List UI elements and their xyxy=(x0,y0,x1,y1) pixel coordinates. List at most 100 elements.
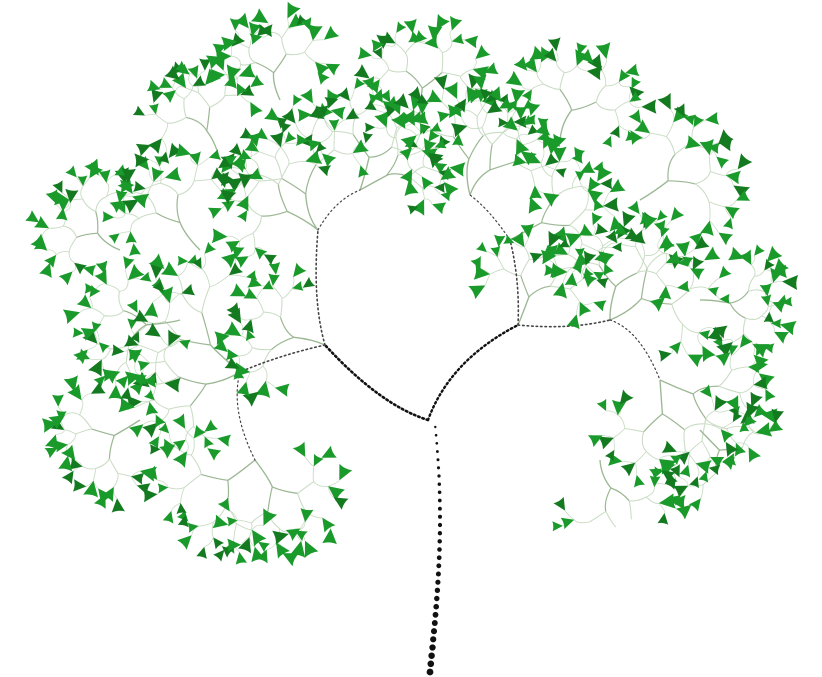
twig xyxy=(680,341,689,355)
leaf-icon xyxy=(296,14,308,26)
leaf-icon xyxy=(263,508,278,526)
twig xyxy=(328,480,340,487)
leaf-icon xyxy=(553,496,566,511)
leaf-icon xyxy=(371,39,385,52)
twig xyxy=(601,58,608,71)
leaf-icon xyxy=(305,149,323,164)
leaf-icon xyxy=(600,177,613,190)
twig xyxy=(91,307,105,317)
twig xyxy=(229,510,238,521)
twig xyxy=(602,205,615,217)
trunk-dot-icon xyxy=(434,595,440,602)
twig xyxy=(125,269,129,281)
twig xyxy=(522,85,532,90)
twig xyxy=(405,42,415,54)
trunk-dot-icon xyxy=(435,450,439,453)
leaf-icon xyxy=(120,179,133,193)
trunk-dot-icon xyxy=(430,636,437,643)
twig xyxy=(277,184,288,212)
branch xyxy=(509,239,520,326)
leaf-icon xyxy=(625,130,638,141)
leaf-icon xyxy=(207,448,222,461)
twig xyxy=(697,332,703,347)
leaf-icon xyxy=(763,343,775,354)
leaf-icon xyxy=(321,445,337,458)
twig xyxy=(279,317,295,338)
twig xyxy=(531,83,544,90)
leaf-icon xyxy=(308,105,325,120)
leaf-icon xyxy=(604,449,615,462)
leaf-icon xyxy=(603,197,619,212)
twig xyxy=(573,519,590,524)
twig xyxy=(89,297,93,309)
twig xyxy=(184,473,202,488)
branch xyxy=(426,323,520,422)
leaf-icon xyxy=(234,256,249,268)
twig xyxy=(134,363,142,376)
twig xyxy=(614,109,620,126)
leaf-icon xyxy=(578,48,594,64)
twig xyxy=(698,327,713,334)
trunk-dot-icon xyxy=(434,425,437,429)
twig xyxy=(592,224,596,236)
leaf-icon xyxy=(254,247,268,260)
leaf-icon xyxy=(468,285,486,300)
twig xyxy=(349,100,358,115)
twig xyxy=(169,293,182,304)
twig xyxy=(522,138,538,146)
leaf-icon xyxy=(181,283,196,296)
leaf-icon xyxy=(322,153,337,168)
leaf-icon xyxy=(302,276,316,288)
leaf-icon xyxy=(187,522,199,533)
trunk-dot-icon xyxy=(437,547,442,552)
twig xyxy=(682,323,699,334)
leaf-icon xyxy=(132,105,145,116)
leaf-icon xyxy=(238,149,252,160)
twig xyxy=(82,178,90,187)
leaf-icon xyxy=(452,133,464,147)
twig xyxy=(113,213,126,219)
leaf-icon xyxy=(739,334,753,348)
leaf-icon xyxy=(224,74,237,89)
twig xyxy=(618,81,630,88)
twig xyxy=(636,270,657,275)
leaf-icon xyxy=(65,165,77,178)
twig xyxy=(731,347,741,356)
twig xyxy=(481,127,493,145)
twig xyxy=(277,163,290,185)
twig xyxy=(239,232,254,242)
twig xyxy=(184,428,194,439)
twig xyxy=(516,134,528,140)
twig xyxy=(262,365,268,382)
leaf-icon xyxy=(220,172,236,186)
twig xyxy=(180,487,185,504)
leaf-icon xyxy=(304,540,319,558)
twig xyxy=(224,94,241,97)
leaf-icon xyxy=(661,440,677,453)
twig xyxy=(540,162,553,177)
leaf-icon xyxy=(224,356,240,369)
leaf-icon xyxy=(168,142,183,158)
leaf-icon xyxy=(236,82,248,97)
leaf-icon xyxy=(241,319,254,334)
twig xyxy=(231,55,241,65)
twig xyxy=(266,542,277,550)
leaf-icon xyxy=(416,93,429,104)
leaf-icon xyxy=(668,341,681,355)
leaf-icon xyxy=(235,551,247,565)
twig xyxy=(701,440,711,458)
twig xyxy=(460,68,473,77)
twig xyxy=(618,125,631,132)
leaf-icon xyxy=(710,457,725,469)
twig xyxy=(273,53,287,74)
twig xyxy=(238,347,253,357)
leaf-icon xyxy=(127,318,138,330)
twig xyxy=(520,259,530,276)
branch xyxy=(517,319,611,328)
twig xyxy=(604,487,612,512)
leaf-icon xyxy=(205,55,223,70)
leaf-icon xyxy=(552,242,569,255)
twig xyxy=(609,298,642,321)
twig xyxy=(441,89,445,103)
twig xyxy=(321,131,333,143)
